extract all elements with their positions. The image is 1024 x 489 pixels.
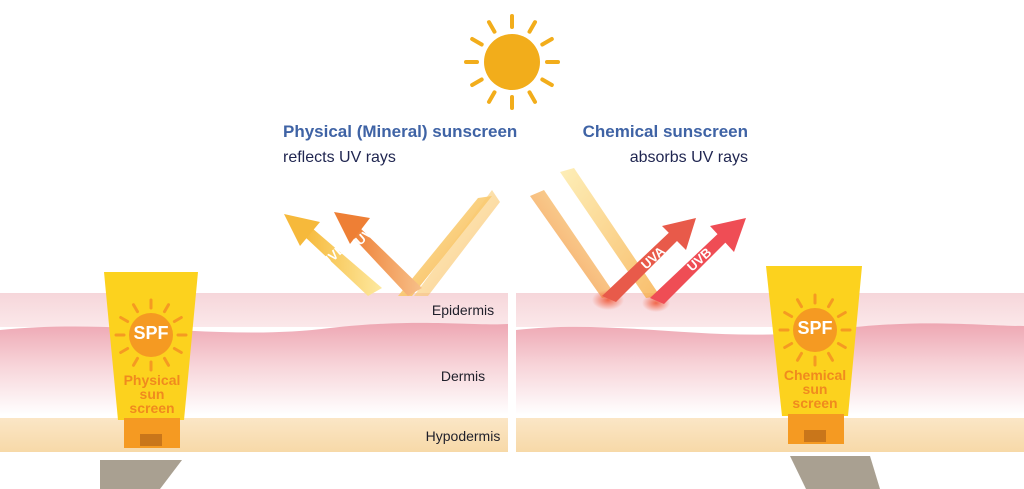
chemical-uva-arrow [602, 218, 696, 302]
chemical-subtitle: absorbs UV rays [629, 149, 748, 166]
epidermis-band-left [0, 293, 508, 327]
sun-ray [836, 342, 847, 349]
physical-uvb-arrow [284, 214, 382, 296]
physical-incoming-ray-2 [414, 190, 500, 296]
sun-ray [470, 77, 484, 87]
skin-right [516, 293, 1024, 452]
physical-uva-arrow [334, 212, 422, 296]
sun-ray [163, 356, 170, 367]
chemical-incoming-ray-1 [530, 190, 616, 298]
hypodermis-band-left [0, 418, 508, 452]
sun-ray [172, 347, 183, 354]
tube-spf-chemical: SPF [797, 318, 833, 338]
sun-ray [119, 316, 130, 323]
sun-disc [793, 308, 837, 352]
sun-ray [487, 90, 497, 104]
sun-ray [783, 342, 794, 349]
sunscreen-tube-icon-physical [100, 272, 198, 489]
physical-incoming-ray-1 [398, 196, 492, 296]
hypodermis-band-right [516, 418, 1024, 452]
label-epidermis: Epidermis [431, 302, 495, 318]
sunscreen-tube-icon-chemical [766, 266, 880, 489]
sun-ray [487, 20, 497, 34]
sun-ray [827, 351, 834, 362]
sun-disc [129, 313, 173, 357]
physical-subtitle: reflects UV rays [283, 149, 396, 166]
sun-disc [484, 34, 540, 90]
sun-ray [527, 90, 537, 104]
chemical-uvb-arrow [650, 218, 746, 304]
tube-label-physical: Physical sun screen [97, 373, 207, 415]
label-dermis: Dermis [440, 368, 486, 384]
sun-ray [527, 20, 537, 34]
tube-label-physical-line-1: Physical [123, 372, 181, 388]
tube-label-physical-line-2: sun [139, 386, 165, 402]
sun-ray [540, 77, 554, 87]
sun-ray [172, 316, 183, 323]
tube-label-physical-line-3: screen [129, 400, 175, 416]
tube-spf-physical: SPF [133, 323, 169, 343]
sun-ray [540, 37, 554, 47]
sun-icon [464, 14, 560, 110]
sun-ray [119, 347, 130, 354]
dermis-right [516, 323, 1024, 415]
sun-ray [470, 37, 484, 47]
sun-ray [783, 311, 794, 318]
sun-ray [132, 303, 139, 314]
sun-ray [796, 351, 803, 362]
sun-ray [796, 298, 803, 309]
tube-label-chemical-line-3: screen [792, 395, 838, 411]
sun-ray [827, 298, 834, 309]
sun-ray [132, 356, 139, 367]
chemical-title: Chemical sunscreen [582, 122, 748, 141]
sun-ray [836, 311, 847, 318]
tube-label-chemical-line-2: sun [802, 381, 828, 397]
sun-ray [163, 303, 170, 314]
tube-label-chemical-line-1: Chemical [783, 367, 847, 383]
chemical-incoming-ray-2 [560, 168, 660, 298]
physical-title: Physical (Mineral) sunscreen [283, 122, 518, 141]
label-hypodermis: Hypodermis [425, 428, 501, 444]
tube-label-chemical: Chemical sun screen [760, 368, 870, 410]
